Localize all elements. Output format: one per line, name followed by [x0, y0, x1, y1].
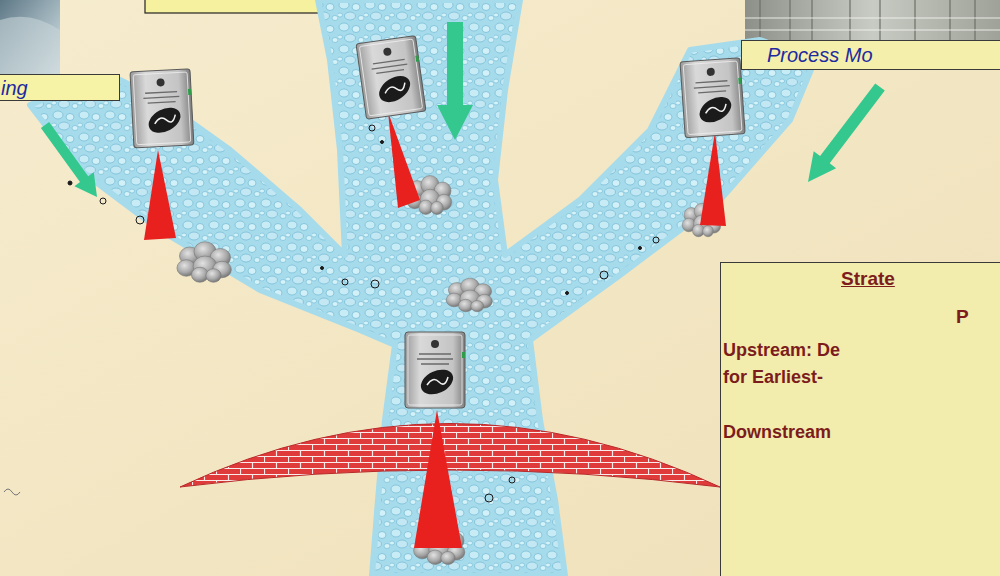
sensor-beam	[144, 112, 726, 548]
water-stream	[30, 0, 815, 576]
box-heading: Strate	[841, 265, 895, 292]
strategy-item: Downstream	[723, 419, 831, 446]
source-label-box: ing	[0, 74, 120, 101]
box-label: Process Mo	[767, 42, 873, 69]
contaminant-cloud	[177, 176, 721, 565]
source-label-box: Process Mo	[741, 40, 1000, 70]
box-label: ing	[1, 75, 28, 102]
photo-fragment	[0, 0, 60, 76]
scribble-mark	[4, 489, 20, 495]
photo-fragment	[745, 0, 1000, 42]
dam-barrier	[180, 424, 720, 488]
strategy-item: Upstream: De for Earliest-	[723, 337, 853, 391]
analyzer-unit	[130, 36, 745, 408]
box-subheading: P	[956, 303, 969, 330]
strategy-box: StrateP Upstream: De for Earliest- Downstr…	[720, 262, 1000, 576]
